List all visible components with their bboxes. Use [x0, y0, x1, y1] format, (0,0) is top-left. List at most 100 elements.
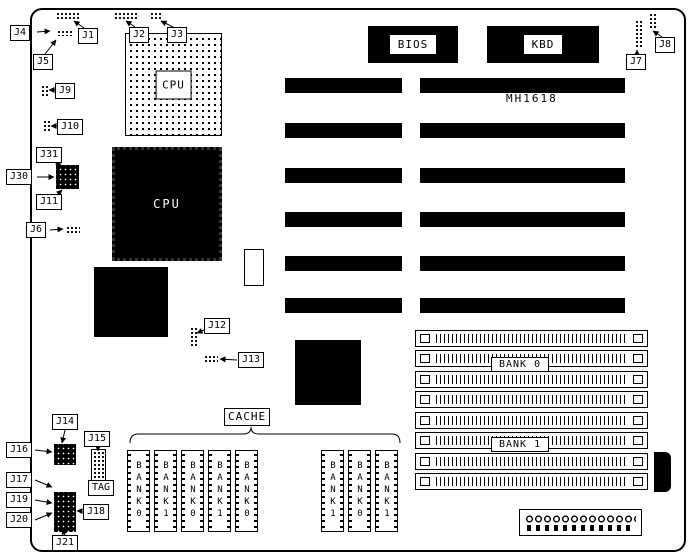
callout-j18: J18 [83, 504, 110, 520]
jumper-block-j16 [54, 444, 76, 465]
simm-socket [415, 330, 648, 347]
jumper-pins-j6 [65, 225, 80, 233]
cpu-socket: CPU [125, 33, 222, 136]
callout-j10: J10 [57, 119, 84, 135]
cpu-socket-label: CPU [155, 70, 192, 99]
callout-j19: J19 [6, 492, 33, 508]
sram-chip: BANK1 [208, 450, 231, 532]
jumper-pins [56, 29, 72, 36]
cpu-chip: CPU [112, 147, 222, 261]
callout-j8: J8 [655, 37, 676, 53]
cpu-chip-label: CPU [153, 197, 181, 211]
sram-chip: BANK1 [375, 450, 398, 532]
pin-header [149, 11, 162, 19]
callout-j12: J12 [204, 318, 231, 334]
simm-contacts [436, 395, 627, 404]
isa-slot [285, 78, 402, 93]
sram-chip-label: BANK0 [355, 461, 365, 521]
pin-header [55, 11, 81, 19]
pin-header [113, 11, 139, 19]
bank0-label: BANK 0 [491, 357, 550, 372]
isa-slot [285, 298, 402, 313]
power-connector-contacts [527, 525, 634, 531]
simm-contacts [436, 477, 627, 486]
cache-brace [129, 426, 401, 444]
board-model: MH1618 [506, 92, 558, 105]
simm-pin [420, 395, 430, 404]
kbd-label: KBD [522, 34, 564, 55]
simm-socket [415, 412, 648, 429]
callout-j21: J21 [52, 535, 79, 551]
simm-pin [633, 457, 643, 466]
simm-pin [633, 334, 643, 343]
controller-chip [295, 340, 361, 405]
simm-pin [420, 375, 430, 384]
simm-pin [633, 354, 643, 363]
jumper-pins-j7 [634, 19, 642, 49]
simm-pin [633, 416, 643, 425]
callout-j30: J30 [6, 169, 33, 185]
jumper-pins-j13 [203, 354, 218, 362]
isa-slot [420, 123, 625, 138]
simm-socket [415, 453, 648, 470]
isa-slot [420, 298, 625, 313]
sram-chip-label: BANK1 [382, 461, 392, 521]
din-connector [654, 452, 671, 492]
callout-j5: J5 [33, 54, 54, 70]
jumper-pins-j9 [40, 84, 48, 97]
jumper-pins-j8 [648, 12, 656, 30]
callout-j31: J31 [36, 147, 63, 163]
callout-j11: J11 [36, 194, 63, 210]
simm-contacts [436, 375, 627, 384]
callout-j16: J16 [6, 442, 33, 458]
isa-slot [285, 212, 402, 227]
sram-chip-label: BANK1 [215, 461, 225, 521]
bank1-label: BANK 1 [491, 437, 550, 452]
sram-chip-label: BANK0 [188, 461, 198, 521]
simm-pin [633, 375, 643, 384]
tag-label: TAG [88, 480, 115, 496]
board-outline [30, 8, 686, 552]
sram-chip: BANK0 [235, 450, 258, 532]
sram-chip: BANK0 [348, 450, 371, 532]
callout-j9: J9 [55, 83, 76, 99]
simm-pin [420, 354, 430, 363]
callout-j20: J20 [6, 512, 33, 528]
isa-slot [420, 212, 625, 227]
isa-slot [285, 168, 402, 183]
callout-j15: J15 [84, 431, 111, 447]
simm-pin [420, 416, 430, 425]
isa-slot [420, 78, 625, 93]
jumper-block-j30 [56, 165, 79, 189]
callout-j3: J3 [167, 27, 188, 43]
jumper-pins-j10 [42, 119, 50, 133]
callout-j4: J4 [10, 25, 31, 41]
simm-pin [420, 334, 430, 343]
simm-contacts [436, 457, 627, 466]
callout-j1: J1 [78, 28, 99, 44]
callout-j17: J17 [6, 472, 33, 488]
sram-chip: BANK0 [181, 450, 204, 532]
isa-slot [420, 256, 625, 271]
chipset-chip [94, 267, 168, 337]
sram-chip-label: BANK1 [328, 461, 338, 521]
simm-contacts [436, 334, 627, 343]
isa-slot [285, 256, 402, 271]
isa-slot [285, 123, 402, 138]
sram-chip-label: BANK1 [161, 461, 171, 521]
sram-chip: BANK1 [321, 450, 344, 532]
jumper-pins-j12 [189, 326, 197, 346]
simm-socket [415, 473, 648, 490]
sram-chip: BANK0 [127, 450, 150, 532]
callout-j2: J2 [129, 27, 150, 43]
oscillator [244, 249, 264, 286]
simm-socket [415, 391, 648, 408]
isa-slot [420, 168, 625, 183]
cache-label: CACHE [224, 408, 271, 426]
simm-pin [633, 436, 643, 445]
sram-chip: BANK1 [154, 450, 177, 532]
simm-pin [420, 477, 430, 486]
simm-pin [420, 457, 430, 466]
